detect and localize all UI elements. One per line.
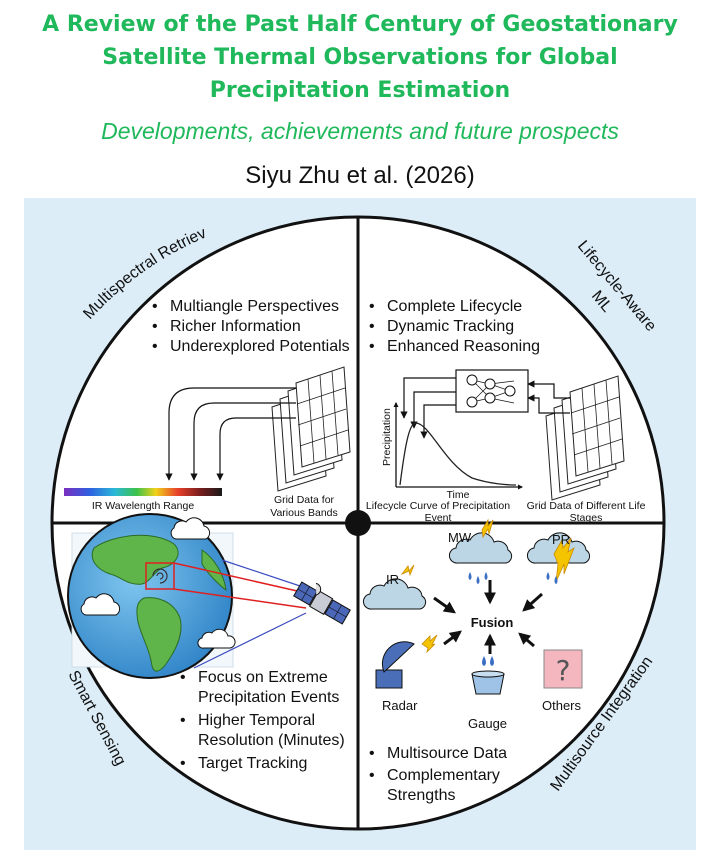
mi-bullet-1: Multisource Data — [387, 745, 507, 762]
band-grid-label-1: Grid Data for — [274, 494, 335, 506]
lifecycle-curve — [399, 422, 517, 486]
life-stage-grid-label-1: Grid Data of Different Life — [527, 500, 646, 512]
bullet-marker: • — [152, 298, 158, 315]
ms-bullet-2: Richer Information — [170, 318, 301, 335]
ir-lightning-icon — [400, 564, 415, 577]
mw-cloud — [448, 532, 513, 564]
smart-sensing-bullets: • Focus on Extreme Precipitation Events … — [180, 669, 345, 772]
bullet-marker: • — [180, 669, 186, 686]
pr-label: PR — [552, 532, 570, 547]
lifecycle-curve-label-1: Lifecycle Curve of Precipitation — [366, 500, 510, 512]
lifecycle-x-axis: Time — [447, 489, 470, 501]
ir-spectrum-label: IR Wavelength Range — [92, 500, 194, 512]
diagram-svg: Multispectral Retrievals Lifecycle-Aware… — [24, 198, 666, 831]
authors: Siyu Zhu et al. (2026) — [245, 162, 475, 189]
ss-bullet-3: Target Tracking — [198, 755, 307, 772]
mi-bullet-2a: Complementary — [387, 767, 500, 784]
mw-lightning-icon — [481, 518, 494, 539]
bullet-marker: • — [180, 755, 186, 772]
ss-bullet-1b: Precipitation Events — [198, 689, 339, 706]
bullet-marker: • — [369, 338, 375, 355]
band-connectors — [165, 387, 296, 481]
bullet-marker: • — [152, 338, 158, 355]
ir-cloud — [362, 578, 427, 610]
ms-bullet-1: Multiangle Perspectives — [170, 298, 339, 315]
gauge-icon — [471, 656, 505, 695]
bullet-marker: • — [369, 318, 375, 335]
others-label: Others — [542, 698, 582, 713]
radar-icon — [375, 641, 415, 689]
ss-bullet-2b: Resolution (Minutes) — [198, 732, 345, 749]
ir-label: IR — [386, 572, 399, 587]
lc-bullet-3: Enhanced Reasoning — [387, 338, 540, 355]
others-icon: ? — [543, 649, 583, 689]
center-dot — [345, 510, 371, 536]
mi-bullet-2b: Strengths — [387, 787, 455, 804]
lifecycle-y-axis: Precipitation — [381, 408, 393, 466]
lifecycle-plot: Precipitation Time — [381, 401, 524, 501]
life-stage-grid-stack — [545, 375, 625, 501]
subtitle: Developments, achievements and future pr… — [101, 118, 619, 144]
band-grid-label-2: Various Bands — [270, 507, 338, 519]
bullet-marker: • — [152, 318, 158, 335]
bullet-marker: • — [369, 298, 375, 315]
bullet-marker: • — [369, 767, 375, 784]
bullet-marker: • — [180, 712, 186, 729]
fusion-arrows — [433, 580, 543, 654]
rain-drops — [468, 572, 558, 584]
lc-bullet-2: Dynamic Tracking — [387, 318, 514, 335]
ss-bullet-1a: Focus on Extreme — [198, 669, 328, 686]
radar-label: Radar — [382, 698, 418, 713]
satellite-icon — [293, 581, 351, 625]
lifecycle-curve-label-2: Event — [425, 512, 452, 524]
band-grid-stack — [271, 366, 351, 492]
main-title: A Review of the Past Half Century of Geo… — [0, 8, 720, 107]
lifecycle-bullets: • Complete Lifecycle • Dynamic Tracking … — [369, 298, 540, 355]
gauge-label: Gauge — [468, 716, 507, 731]
others-question-mark: ? — [556, 654, 571, 687]
bullet-marker: • — [369, 745, 375, 762]
radar-lightning-icon — [421, 634, 438, 654]
neural-network-icon — [455, 369, 529, 413]
pr-lightning-icon — [553, 537, 575, 583]
diagram-panel: Multispectral Retrievals Lifecycle-Aware… — [24, 198, 696, 850]
multisource-bullets: • Multisource Data • Complementary Stren… — [369, 745, 507, 804]
ms-bullet-3: Underexplored Potentials — [170, 338, 350, 355]
mw-label: MW — [448, 530, 472, 545]
life-stage-grid-label-2: Stages — [570, 512, 603, 524]
title-line-2: Satellite Thermal Observations for Globa… — [102, 45, 618, 70]
lc-bullet-1: Complete Lifecycle — [387, 298, 522, 315]
hurricane-icon — [152, 568, 168, 584]
fusion-label: Fusion — [471, 615, 514, 630]
ir-spectrum-bar — [64, 488, 222, 496]
lightning-icons — [400, 518, 575, 654]
title-line-3: Precipitation Estimation — [209, 78, 511, 103]
title-line-1: A Review of the Past Half Century of Geo… — [42, 12, 678, 37]
earth-satellite-illustration — [67, 513, 307, 679]
multispectral-bullets: • Multiangle Perspectives • Richer Infor… — [152, 298, 350, 355]
ss-bullet-2a: Higher Temporal — [198, 712, 315, 729]
